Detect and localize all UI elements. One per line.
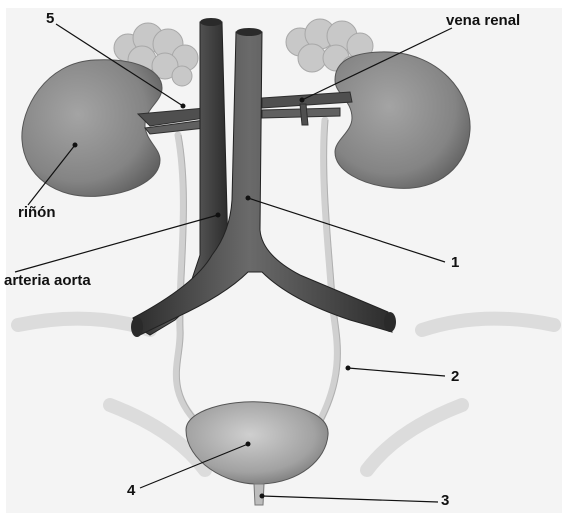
label-5: 5 bbox=[46, 10, 54, 27]
label-1: 1 bbox=[451, 254, 459, 271]
label-arteria-aorta: arteria aorta bbox=[4, 272, 91, 289]
label-3: 3 bbox=[441, 492, 449, 509]
label-vena-renal: vena renal bbox=[446, 12, 520, 29]
label-4: 4 bbox=[127, 482, 135, 499]
label-rinon: riñón bbox=[18, 204, 56, 221]
label-2: 2 bbox=[451, 368, 459, 385]
